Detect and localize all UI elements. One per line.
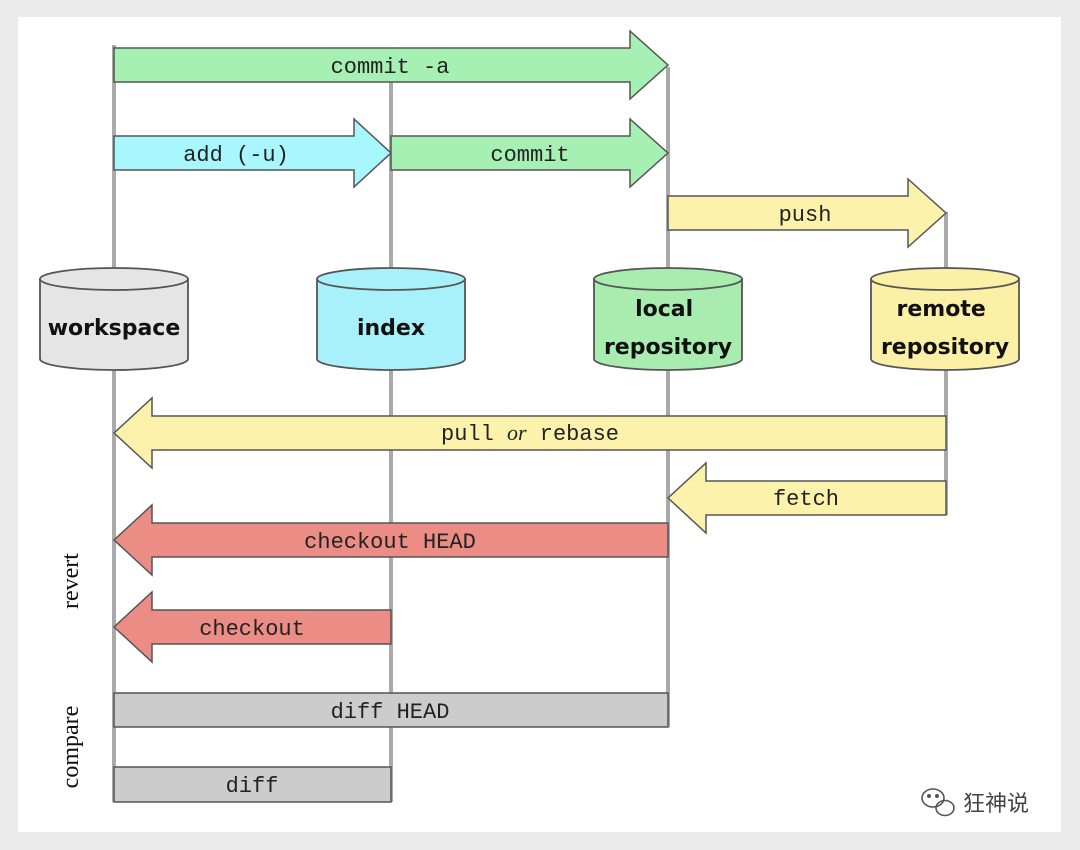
rebase-label: rebase [540, 422, 619, 447]
commit-a-label: commit -a [331, 55, 450, 80]
git-workflow-diagram: commit -a add (-u) commit push workspace… [39, 29, 1029, 817]
compare-side-label: compare [58, 706, 84, 789]
index-label: index [357, 316, 425, 341]
diff-head-label: diff HEAD [331, 700, 450, 725]
checkout-label: checkout [199, 617, 305, 642]
diff-bar: diff [113, 766, 392, 803]
push-label: push [779, 203, 832, 228]
add-label: add (-u) [183, 143, 289, 168]
add-arrow: add (-u) [113, 117, 393, 189]
local-repository-store: local repository [593, 267, 743, 371]
wechat-icon [921, 788, 955, 817]
remote-repository-label: remote repository [881, 297, 1009, 360]
revert-side-label: revert [58, 553, 84, 609]
diagram-frame: commit -a add (-u) commit push workspace… [18, 17, 1061, 832]
checkout-head-label: checkout HEAD [304, 530, 476, 555]
fetch-arrow: fetch [666, 461, 947, 535]
checkout-head-arrow: checkout HEAD [112, 503, 669, 577]
remote-repository-store: remote repository [870, 267, 1020, 371]
workspace-label: workspace [48, 316, 181, 341]
watermark-text: 狂神说 [963, 792, 1029, 817]
workspace-store: workspace [39, 267, 189, 371]
pull-or-rebase-label: pull or rebase [441, 420, 619, 447]
commit-a-arrow: commit -a [113, 29, 670, 101]
lifelines [112, 45, 948, 802]
fetch-label: fetch [773, 487, 839, 512]
checkout-arrow: checkout [112, 590, 392, 664]
or-label: or [507, 420, 527, 445]
pull-or-rebase-arrow: pull or rebase [112, 396, 947, 470]
diff-head-bar: diff HEAD [113, 692, 669, 728]
pull-label: pull [441, 422, 494, 447]
watermark: 狂神说 [921, 788, 1029, 817]
commit-label: commit [490, 143, 569, 168]
commit-arrow: commit [390, 117, 670, 189]
index-store: index [316, 267, 466, 371]
push-arrow: push [667, 177, 948, 249]
diff-label: diff [226, 774, 279, 799]
local-repository-label: local repository [604, 297, 732, 360]
